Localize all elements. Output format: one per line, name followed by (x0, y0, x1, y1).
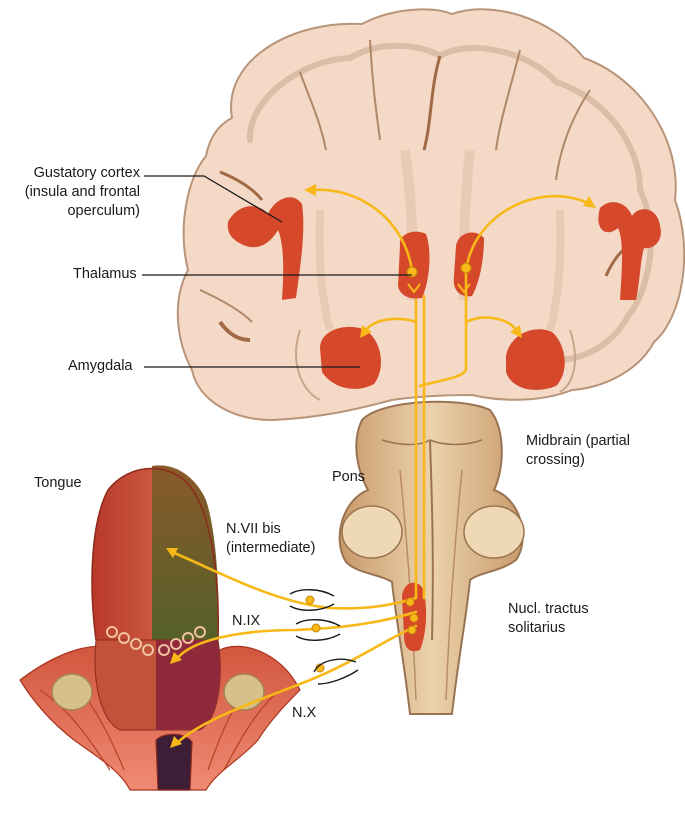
label-n-vii: N.VII bis (intermediate) (226, 520, 315, 558)
label-amygdala: Amygdala (68, 357, 132, 376)
label-nucl-line1: Nucl. tractus (508, 600, 589, 619)
label-midbrain: Midbrain (partial crossing) (526, 432, 630, 470)
label-gustatory-cortex-line2: (insula and frontal (10, 183, 140, 202)
label-gustatory-cortex-line3: operculum) (10, 202, 140, 221)
label-thalamus: Thalamus (73, 265, 137, 284)
label-nucl-line2: solitarius (508, 619, 589, 638)
label-n-vii-line2: (intermediate) (226, 539, 315, 558)
label-n-ix: N.IX (232, 612, 260, 631)
label-midbrain-line2: crossing) (526, 451, 630, 470)
label-n-x: N.X (292, 704, 316, 723)
label-tongue: Tongue (34, 474, 82, 493)
amygdala-left (320, 327, 381, 389)
label-midbrain-line1: Midbrain (partial (526, 432, 630, 451)
label-n-vii-line1: N.VII bis (226, 520, 315, 539)
label-gustatory-cortex: Gustatory cortex (insula and frontal ope… (10, 164, 140, 221)
brainstem (340, 402, 524, 714)
label-gustatory-cortex-line1: Gustatory cortex (10, 164, 140, 183)
label-nucl-tractus-solitarius: Nucl. tractus solitarius (508, 600, 589, 638)
label-pons: Pons (332, 468, 365, 487)
